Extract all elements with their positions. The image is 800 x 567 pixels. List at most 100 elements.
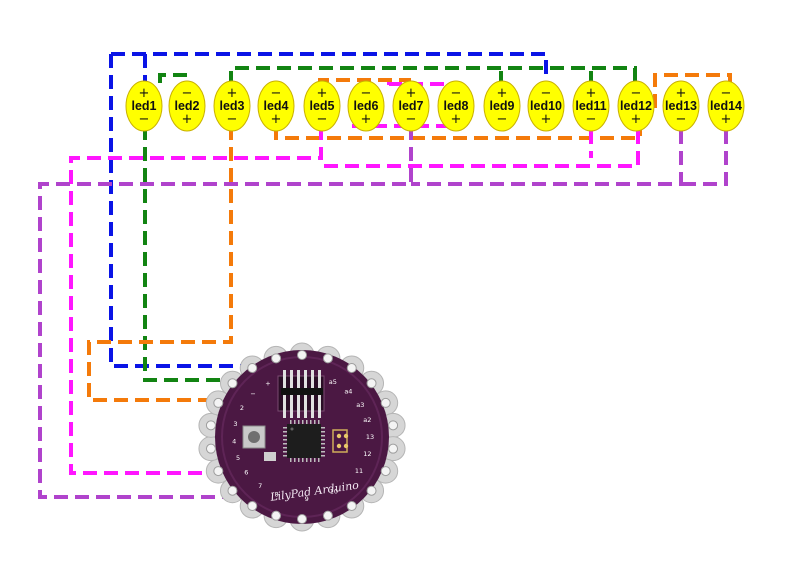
pad-hole — [271, 353, 282, 364]
pad-label: 13 — [366, 433, 374, 441]
led-label: led7 — [398, 99, 423, 113]
led-top-polarity: + — [406, 86, 417, 101]
led-row: +led1−−led2++led3−−led4++led5−−led6++led… — [125, 80, 745, 132]
pad-hole — [380, 397, 391, 408]
pad-label: a5 — [329, 378, 337, 386]
led-bottom-polarity: + — [182, 112, 193, 127]
led-top-polarity: − — [541, 86, 552, 101]
led-label: led12 — [620, 99, 652, 113]
led-led7: +led7− — [392, 80, 430, 132]
led-bottom-polarity: + — [361, 112, 372, 127]
led-body — [168, 80, 206, 132]
led-label: led5 — [309, 99, 334, 113]
led-led8: −led8+ — [437, 80, 475, 132]
header-pins — [277, 370, 325, 418]
led-top-polarity: + — [139, 86, 150, 101]
led-label: led8 — [443, 99, 468, 113]
led-top-polarity: + — [317, 86, 328, 101]
led-led14: −led14+ — [707, 80, 745, 132]
led-label: led3 — [219, 99, 244, 113]
pad-hole — [205, 420, 216, 431]
green-wire — [143, 66, 637, 382]
led-bottom-polarity: + — [721, 112, 732, 127]
led-label: led10 — [530, 99, 562, 113]
led-led2: −led2+ — [168, 80, 206, 132]
led-label: led11 — [575, 99, 606, 113]
led-led1: +led1− — [125, 80, 163, 132]
pad-hole — [213, 397, 224, 408]
led-led9: +led9− — [483, 80, 521, 132]
led-top-polarity: + — [497, 86, 508, 101]
pad-hole — [247, 363, 258, 374]
small-component — [264, 452, 276, 461]
pad-label: 7 — [258, 482, 262, 490]
led-label: led14 — [710, 99, 742, 113]
pad-hole — [388, 443, 399, 454]
pad-label: 4 — [232, 437, 236, 445]
led-top-polarity: + — [676, 86, 687, 101]
small-component-2 — [332, 429, 348, 453]
reset-button — [242, 425, 266, 449]
led-bottom-polarity: − — [406, 112, 417, 127]
led-label: led2 — [174, 99, 199, 113]
led-body — [303, 80, 341, 132]
led-led11: +led11− — [572, 80, 610, 132]
led-bottom-polarity: − — [139, 112, 150, 127]
wire-layer — [38, 52, 732, 499]
led-label: led6 — [353, 99, 378, 113]
pad-hole — [271, 510, 282, 521]
pad-hole — [346, 363, 357, 374]
led-bottom-polarity: − — [497, 112, 508, 127]
led-bottom-polarity: + — [271, 112, 282, 127]
led-led3: +led3− — [213, 80, 251, 132]
led-body — [437, 80, 475, 132]
led-body — [483, 80, 521, 132]
led-body — [527, 80, 565, 132]
led-label: led1 — [131, 99, 156, 113]
pad-label: 10 — [330, 488, 338, 496]
led-bottom-polarity: − — [586, 112, 597, 127]
pad-label: a2 — [363, 416, 371, 424]
led-body — [257, 80, 295, 132]
pad-hole — [346, 500, 357, 511]
led-label: led4 — [263, 99, 288, 113]
pad-hole — [297, 514, 307, 524]
pad-label: − — [250, 390, 255, 398]
led-top-polarity: − — [271, 86, 282, 101]
pad-hole — [322, 353, 333, 364]
led-body — [572, 80, 610, 132]
pad-label: 5 — [236, 454, 240, 462]
led-bottom-polarity: + — [541, 112, 552, 127]
led-body — [125, 80, 163, 132]
led-body — [392, 80, 430, 132]
led-led4: −led4+ — [257, 80, 295, 132]
led-bottom-polarity: + — [451, 112, 462, 127]
led-led5: +led5− — [303, 80, 341, 132]
led-label: led9 — [489, 99, 514, 113]
microcontroller-chip — [283, 420, 325, 462]
pad-hole — [380, 466, 391, 477]
led-body — [707, 80, 745, 132]
led-body — [347, 80, 385, 132]
led-body — [213, 80, 251, 132]
pad-hole — [227, 378, 238, 389]
led-label: led13 — [665, 99, 697, 113]
purple-wire — [38, 126, 728, 499]
led-led13: +led13− — [662, 80, 700, 132]
pad-hole — [366, 485, 377, 496]
pad-label: a4 — [344, 388, 352, 396]
led-top-polarity: − — [631, 86, 642, 101]
orange-wire — [87, 73, 732, 402]
pad-hole — [205, 443, 216, 454]
pad-label: 2 — [240, 404, 244, 412]
pad-hole — [297, 350, 307, 360]
pad-label: 8 — [274, 490, 278, 498]
led-led12: −led12+ — [617, 80, 655, 132]
led-body — [662, 80, 700, 132]
led-top-polarity: − — [182, 86, 193, 101]
led-top-polarity: − — [451, 86, 462, 101]
pad-hole — [322, 510, 333, 521]
